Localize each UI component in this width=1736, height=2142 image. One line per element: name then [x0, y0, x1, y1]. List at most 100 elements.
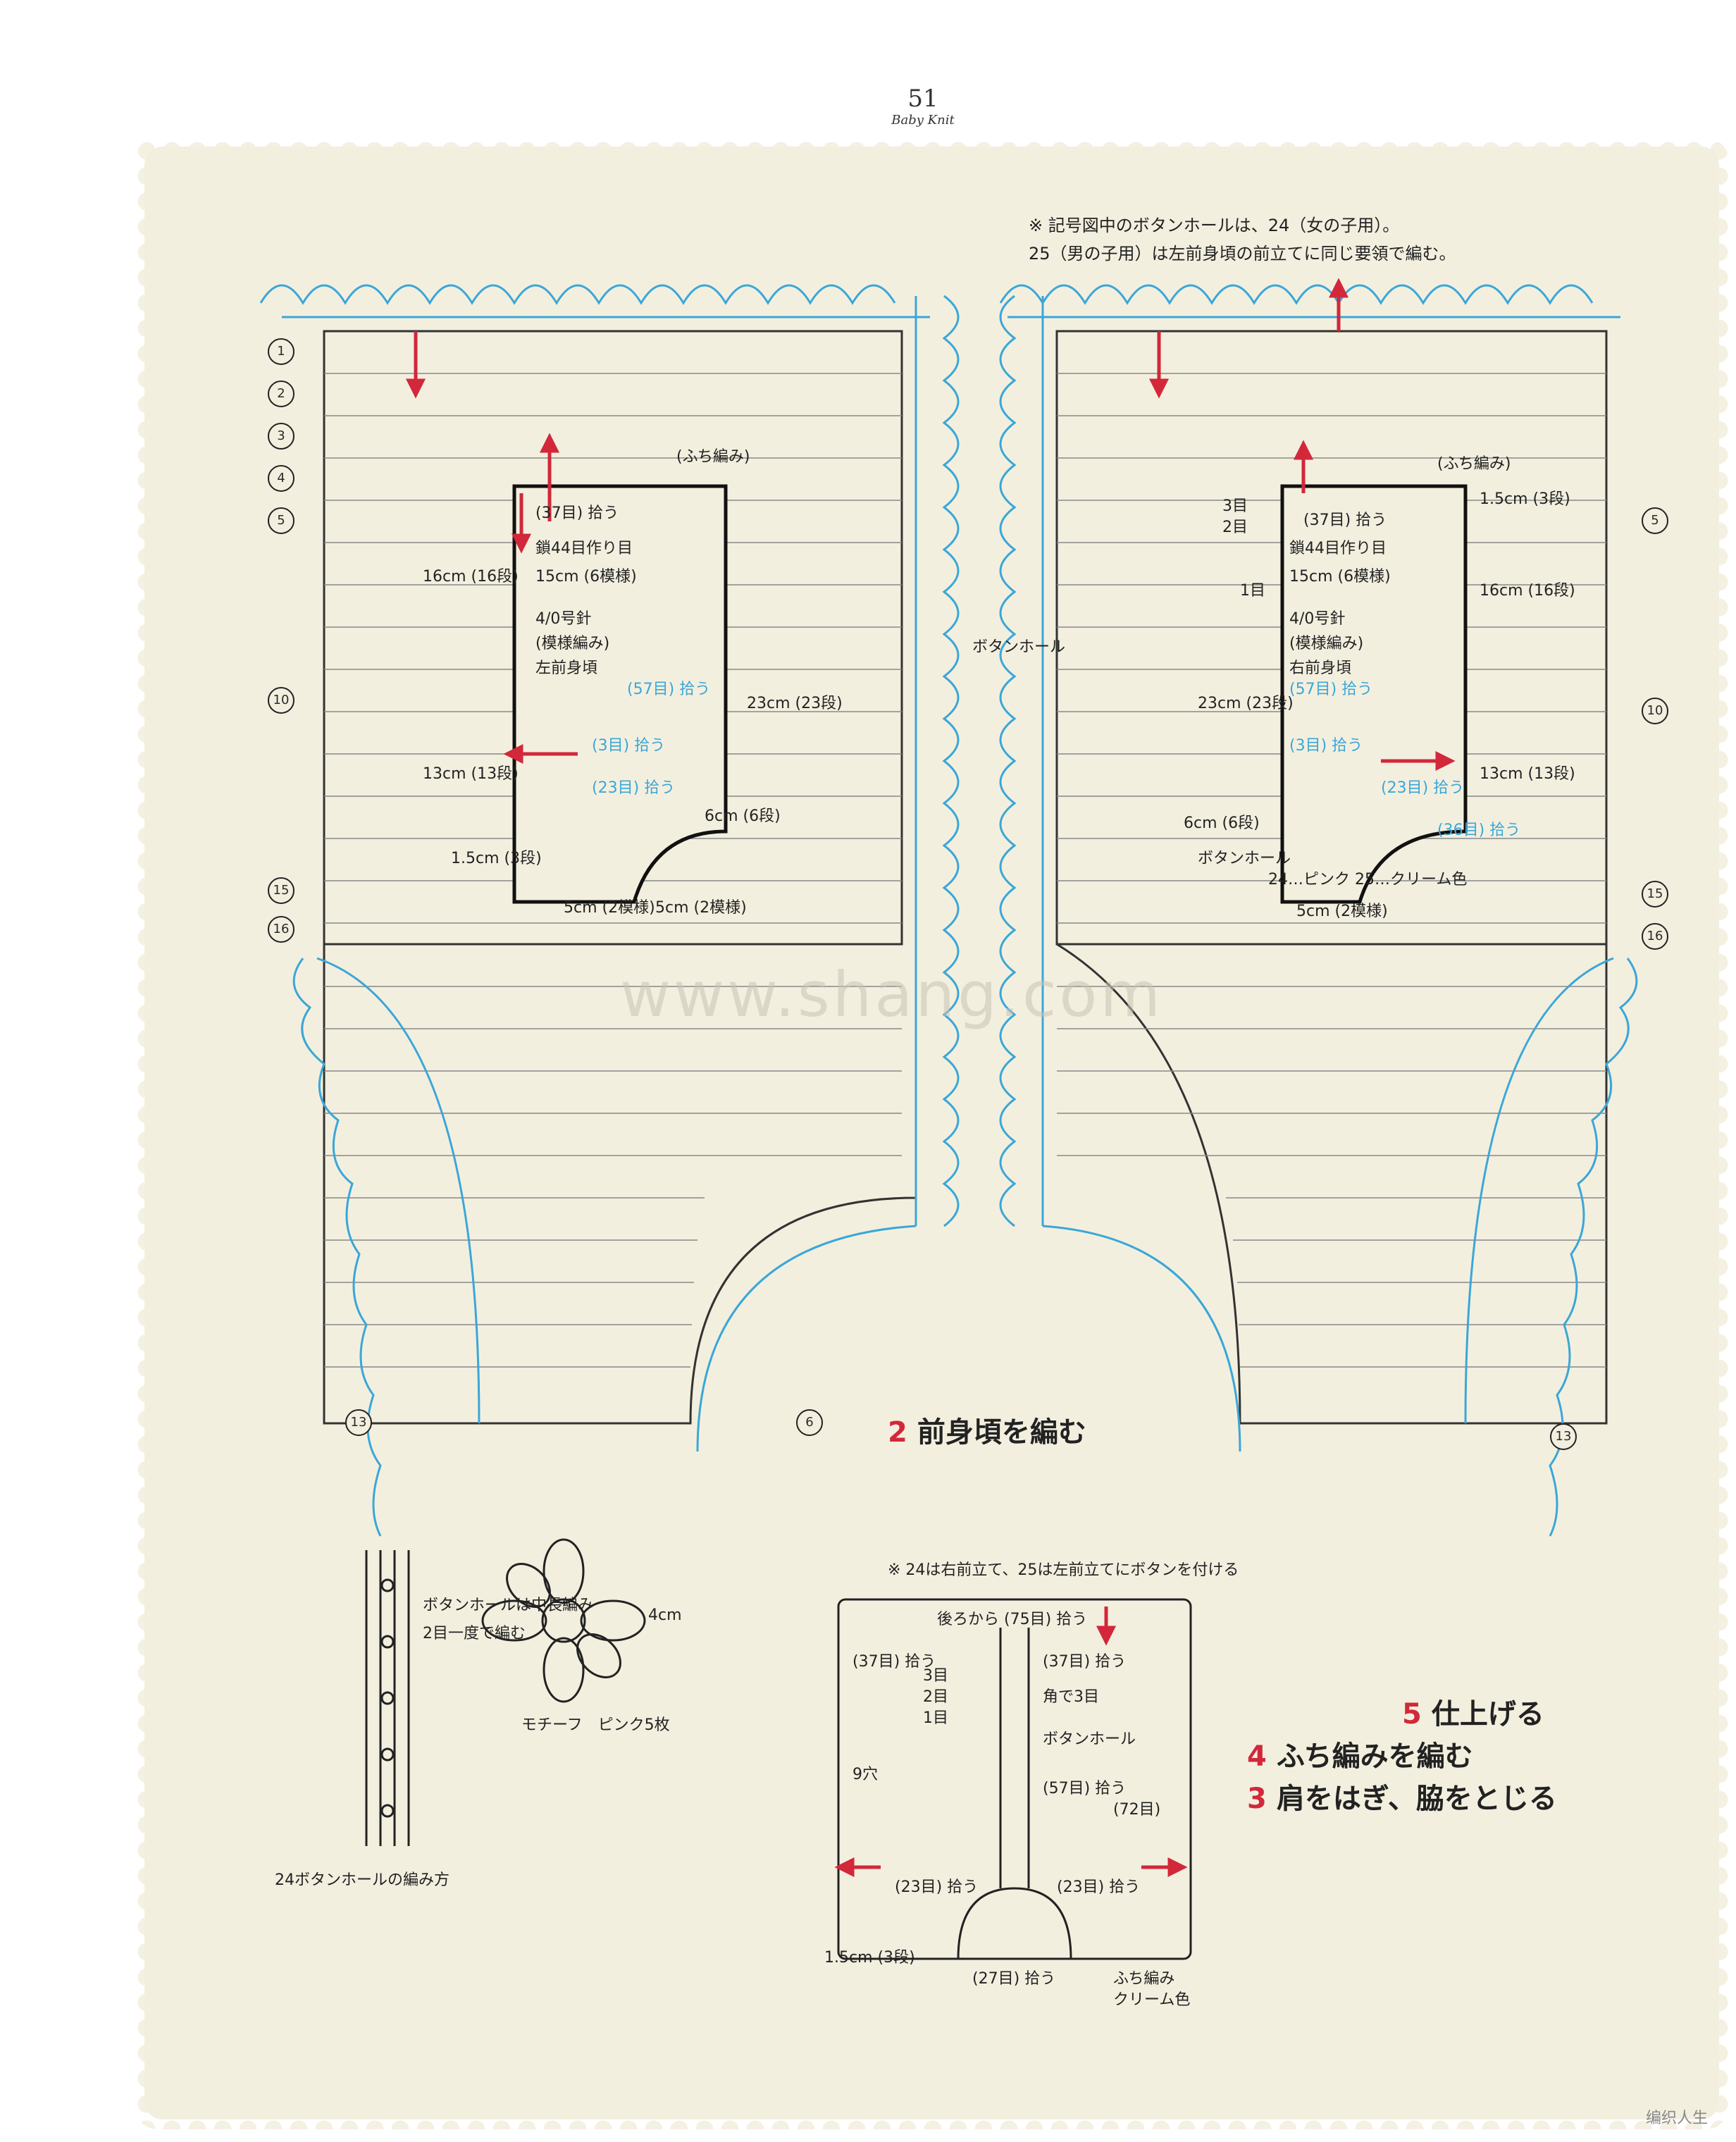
finish-pick-37a: (37目) 拾う [852, 1653, 936, 1671]
row-marker-1: 1 [268, 338, 294, 365]
finish-corner: 角で3目 [1043, 1688, 1099, 1706]
pattern-sheet [144, 147, 1719, 2119]
row-marker-13-left: 13 [345, 1409, 372, 1436]
running-head: Baby Knit [891, 113, 955, 128]
left-ht-6: 6cm (6段) [705, 807, 781, 825]
left-ht-15: 1.5cm (3段) [451, 850, 542, 867]
row-marker-16-right: 16 [1642, 923, 1668, 950]
left-needle: 4/0号針 [535, 610, 592, 628]
right-needle: 4/0号針 [1289, 610, 1346, 628]
left-ht-23: 23cm (23段) [747, 695, 843, 712]
row-marker-16: 16 [268, 916, 294, 943]
left-pick-57: (57目) 拾う [627, 681, 711, 698]
blue-border-top [259, 284, 1620, 318]
page-folio: 51 Baby Knit [874, 85, 972, 128]
right-row-2: 2目 [1222, 519, 1248, 536]
left-pat-5cm-b: 5cm (2模様) [655, 899, 747, 917]
finish-pick-72: (72目) [1113, 1801, 1161, 1819]
note-buttonhole-25: 25（男の子用）は左前身頃の前立てに同じ要領で編む。 [1029, 244, 1456, 264]
finish-pick-27: (27目) 拾う [972, 1970, 1056, 1988]
finish-row-3: 3目 [923, 1667, 948, 1685]
left-front-chart [323, 330, 917, 1425]
right-border-label: (ふち編み) [1437, 455, 1511, 473]
finish-red-arrows [834, 1606, 1188, 1878]
right-pat-5cm: 5cm (2模様) [1296, 903, 1388, 920]
right-colors: 24…ピンク 25…クリーム色 [1268, 871, 1468, 889]
left-pick-37: (37目) 拾う [535, 504, 619, 522]
buttonhole-detail-line2: 2目一度で編む [423, 1625, 526, 1642]
buttonhole-detail-line1: ボタンホールは中長編み [423, 1597, 594, 1614]
left-buttonhole: ボタンホール [972, 638, 1066, 656]
finish-diagram [837, 1598, 1192, 1960]
right-pick-3: (3目) 拾う [1289, 737, 1363, 755]
right-front-chart [1055, 330, 1608, 1425]
left-width: 15cm (6模様) [535, 568, 637, 586]
step-5-number: 5 [1402, 1698, 1422, 1731]
row-marker-10-right: 10 [1642, 698, 1668, 724]
motif-flower [481, 1538, 646, 1703]
row-marker-2: 2 [268, 380, 294, 407]
left-piece-outline [512, 484, 728, 904]
right-row-1: 1目 [1240, 582, 1265, 600]
site-logo-text: 编织人生 [1645, 2110, 1708, 2127]
finish-ht: 1.5cm (3段) [824, 1949, 915, 1967]
left-ht-13: 13cm (13段) [423, 765, 519, 783]
row-marker-13-right: 13 [1550, 1423, 1577, 1450]
right-row-3: 3目 [1222, 497, 1248, 515]
finish-row-2: 2目 [923, 1688, 948, 1706]
step-4-text: ふち編みを編む [1276, 1740, 1473, 1773]
note-buttonhole-24: ※ 記号図中のボタンホールは、24（女の子用）。 [1029, 216, 1400, 235]
step-5-text: 仕上げる [1431, 1698, 1544, 1731]
row-marker-6: 6 [796, 1409, 823, 1436]
left-pattern: (模様編み) [535, 635, 610, 652]
finish-pick-57: (57目) 拾う [1043, 1780, 1127, 1797]
right-ht-13: 13cm (13段) [1480, 765, 1575, 783]
watermark: www.shang.com [620, 958, 1163, 1031]
right-title: 右前身頃 [1289, 660, 1352, 677]
finish-buttonhole: ボタンホール [1043, 1731, 1136, 1748]
row-marker-10: 10 [268, 687, 294, 714]
finish-color: クリーム色 [1113, 1991, 1191, 2009]
right-pick-36: (36目) 拾う [1437, 822, 1521, 839]
step-5-title: 5 仕上げる [1402, 1691, 1544, 1732]
row-marker-15-right: 15 [1642, 881, 1668, 908]
finish-row-1: 1目 [923, 1709, 948, 1727]
buttonhole-strip [365, 1550, 410, 1846]
page-number: 51 [907, 85, 938, 113]
row-marker-5: 5 [268, 507, 294, 534]
row-marker-4: 4 [268, 465, 294, 492]
right-pick-23: (23目) 拾う [1381, 779, 1465, 797]
step-4-title: 4 ふち編みを編む [1247, 1733, 1473, 1774]
row-marker-3: 3 [268, 423, 294, 450]
finish-pick-23b: (23目) 拾う [1057, 1878, 1141, 1896]
step-2-number: 2 [888, 1416, 907, 1449]
right-ht-6: 6cm (6段) [1184, 815, 1260, 832]
step-2-text: 前身頃を編む [917, 1416, 1086, 1449]
left-cast-on: 鎖44目作り目 [535, 540, 633, 557]
left-title: 左前身頃 [535, 660, 598, 677]
right-cast-on: 鎖44目作り目 [1289, 540, 1387, 557]
finish-border: ふち編み [1113, 1970, 1175, 1988]
right-buttonhole: ボタンホール [1198, 850, 1291, 867]
step-2-title: 2 前身頃を編む [888, 1409, 1086, 1450]
left-pick-23: (23目) 拾う [592, 779, 676, 797]
right-pick-57: (57目) 拾う [1289, 681, 1373, 698]
finish-pick-37b: (37目) 拾う [1043, 1653, 1127, 1671]
step-4-number: 4 [1247, 1740, 1267, 1773]
right-piece-outline [1280, 484, 1468, 904]
right-ht-15: 1.5cm (3段) [1480, 490, 1570, 508]
left-pick-3: (3目) 拾う [592, 737, 666, 755]
right-width: 15cm (6模様) [1289, 568, 1391, 586]
blue-front-bands [914, 295, 1044, 1227]
right-ht-16: 16cm (16段) [1480, 582, 1575, 600]
right-pick-37: (37目) 拾う [1303, 512, 1387, 529]
finish-note: ※ 24は右前立て、25は左前立てにボタンを付ける [888, 1561, 1239, 1579]
finish-holes: 9穴 [852, 1766, 878, 1783]
right-pattern: (模様編み) [1289, 635, 1364, 652]
right-ht-23: 23cm (23段) [1198, 695, 1294, 712]
finish-back-pick: 後ろから (75目) 拾う [937, 1611, 1088, 1628]
buttonhole-detail-title: 24ボタンホールの編み方 [275, 1871, 450, 1889]
left-border-label: (ふち編み) [676, 448, 750, 466]
